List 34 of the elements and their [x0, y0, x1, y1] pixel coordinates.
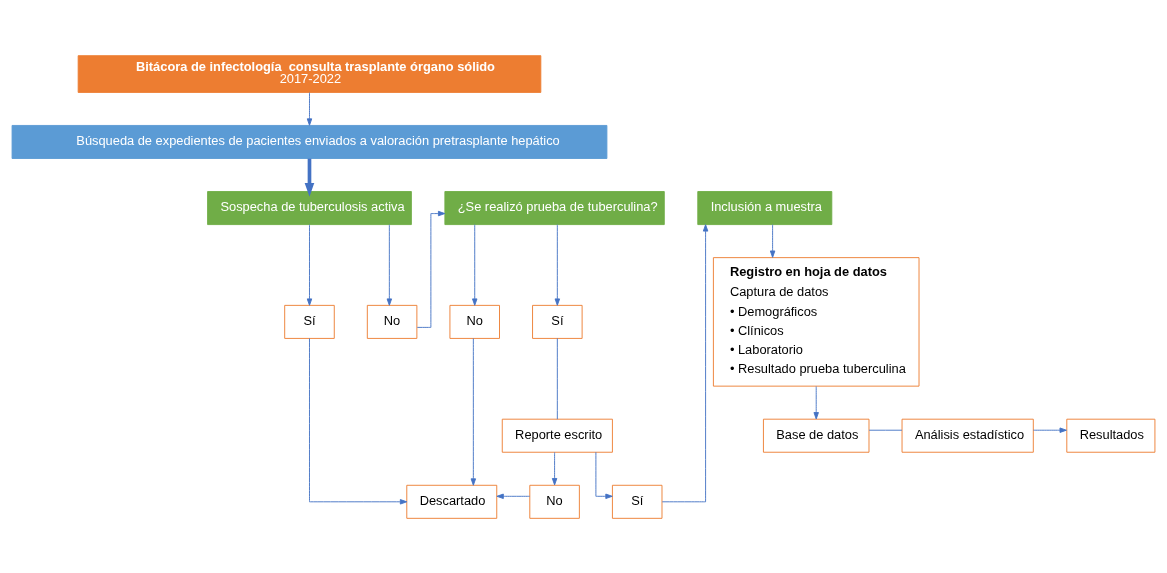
node-box: Sí	[284, 304, 335, 339]
node-box: Búsqueda de expedientes de pacientes enviados a valoración pretrasplante hepático	[11, 124, 608, 159]
arrow	[470, 337, 477, 486]
node-box: Resultados	[1066, 418, 1156, 453]
arrow	[472, 223, 478, 306]
arrow	[551, 451, 558, 485]
arrow	[1032, 427, 1067, 433]
node-box: No	[449, 304, 500, 339]
connector	[868, 429, 903, 431]
node-box: Registro en hoja de datos Captura de datos • Demográficos • Clínicos • Laboratorio • Resultado prueba tuberculina	[712, 256, 920, 387]
arrow	[595, 451, 613, 499]
arrow	[661, 223, 709, 502]
arrow	[306, 91, 313, 126]
arrow	[386, 223, 393, 306]
node-box: No	[529, 484, 580, 519]
node-box: Reporte escrito	[501, 418, 613, 453]
arrow	[554, 223, 561, 306]
arrow	[306, 223, 313, 306]
arrow	[813, 385, 819, 419]
node-box: ¿Se realizó prueba de tuberculina?	[444, 190, 665, 225]
arrow	[769, 223, 776, 258]
arrow	[309, 337, 408, 504]
node-box: Sí	[532, 304, 583, 339]
node-box: Sospecha de tuberculosis activa	[207, 190, 412, 225]
node-box: Bitácora de infectología consulta trasplante órgano sólido 2017-2022	[77, 54, 542, 93]
connector	[556, 337, 558, 420]
node-box: Sí	[611, 484, 663, 519]
node-box: Análisis estadístico	[901, 418, 1034, 453]
node-box: No	[366, 304, 418, 339]
node-box: Base de datos	[762, 418, 870, 453]
arrow	[304, 158, 315, 197]
node-box: Descartado	[406, 484, 498, 519]
arrow	[496, 493, 531, 499]
node-box: Inclusión a muestra	[697, 190, 833, 225]
